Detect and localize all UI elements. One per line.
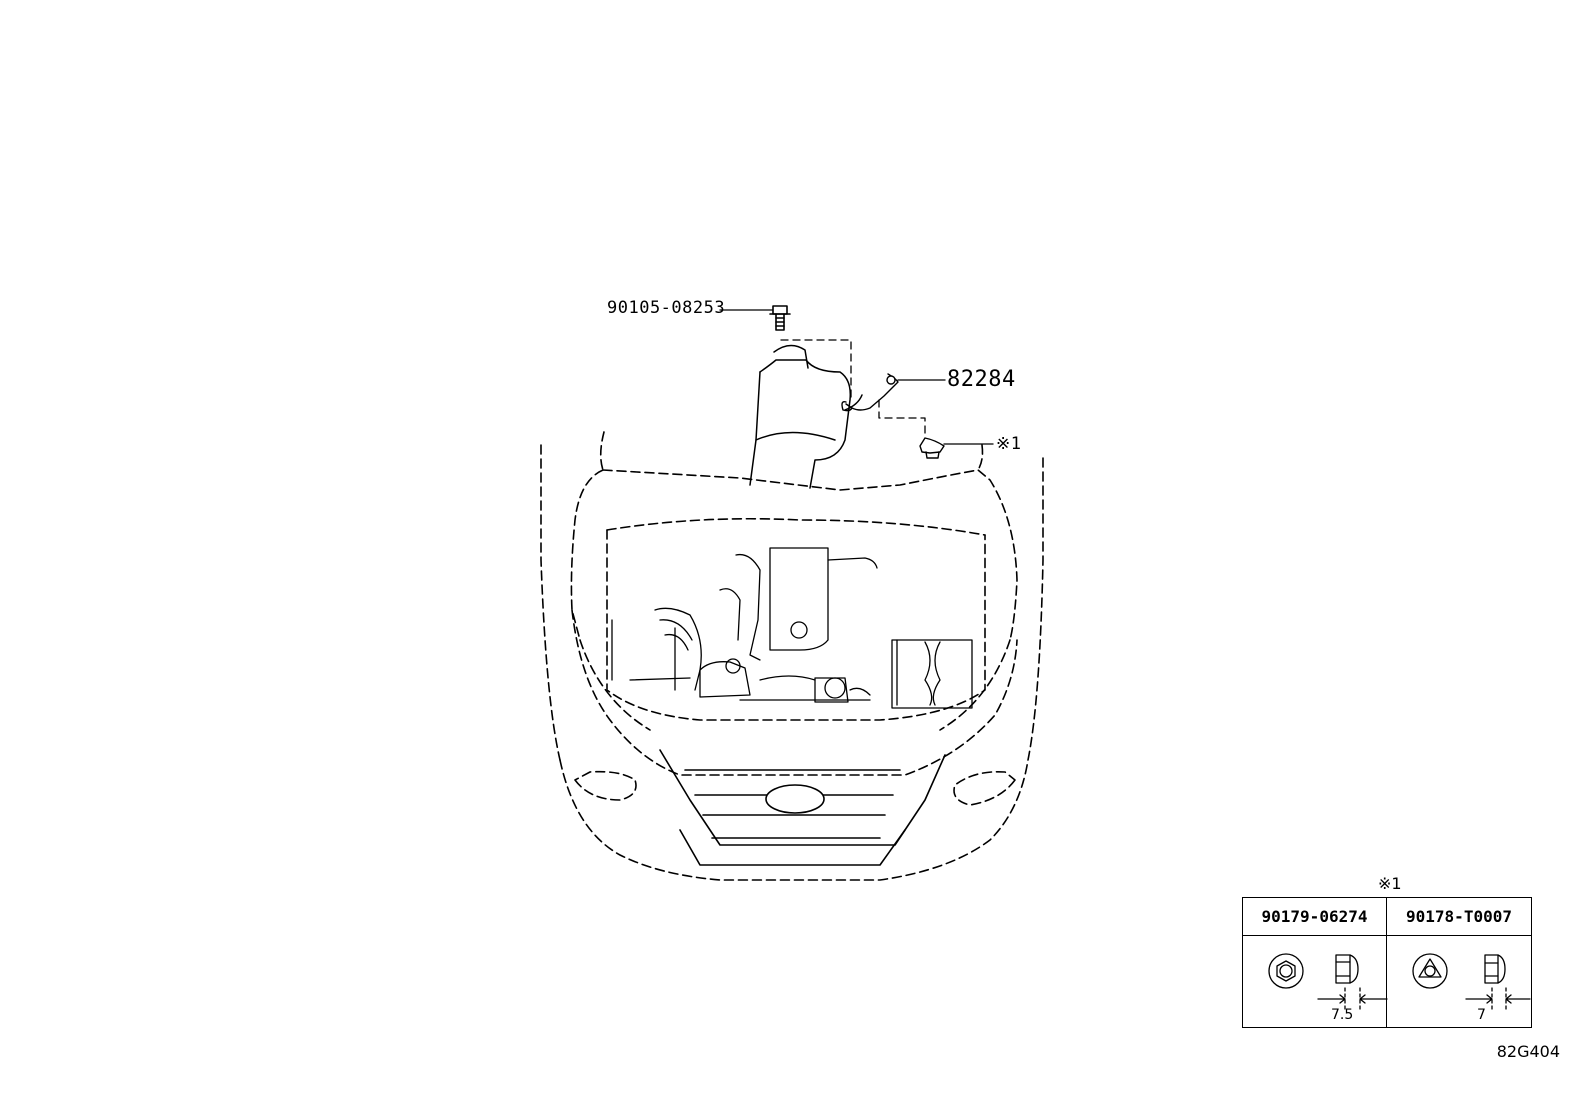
- reservoir-tank: [749, 344, 863, 489]
- vehicle-outline: [540, 431, 1044, 881]
- front-grille: [659, 749, 946, 866]
- ref-table: 90179-06274 90178-T0007 7.5 7: [1242, 897, 1532, 1028]
- ref-table-title: ※1: [1378, 874, 1402, 893]
- bolt-part-label[interactable]: 90105-08253: [607, 298, 726, 318]
- ref-dimension-1: 7.5: [1331, 1007, 1354, 1023]
- ref-dimension-2: 7: [1477, 1007, 1486, 1023]
- ref-part-number-2[interactable]: 90178-T0007: [1387, 898, 1531, 936]
- hex-nut-top-icon: [1268, 953, 1304, 989]
- hex-nut-side-icon: [1317, 954, 1388, 1011]
- ref-cell-2: 7: [1387, 936, 1531, 1027]
- ref-part-number-1[interactable]: 90179-06274: [1243, 898, 1387, 936]
- hex-bolt-icon[interactable]: [769, 305, 791, 331]
- cable-part-label[interactable]: 82284: [947, 367, 1016, 392]
- engine-components: [611, 547, 973, 709]
- ref-cell-1: 7.5: [1243, 936, 1387, 1027]
- tri-nut-top-icon: [1412, 953, 1448, 989]
- assembly-leaders: [780, 339, 926, 436]
- tri-nut-side-icon: [1465, 954, 1531, 1011]
- figure-code: 82G404: [1496, 1042, 1560, 1061]
- clip-nut-icon[interactable]: [919, 437, 945, 459]
- ground-cable-icon[interactable]: [841, 373, 899, 412]
- clip-ref-label[interactable]: ※1: [996, 434, 1022, 454]
